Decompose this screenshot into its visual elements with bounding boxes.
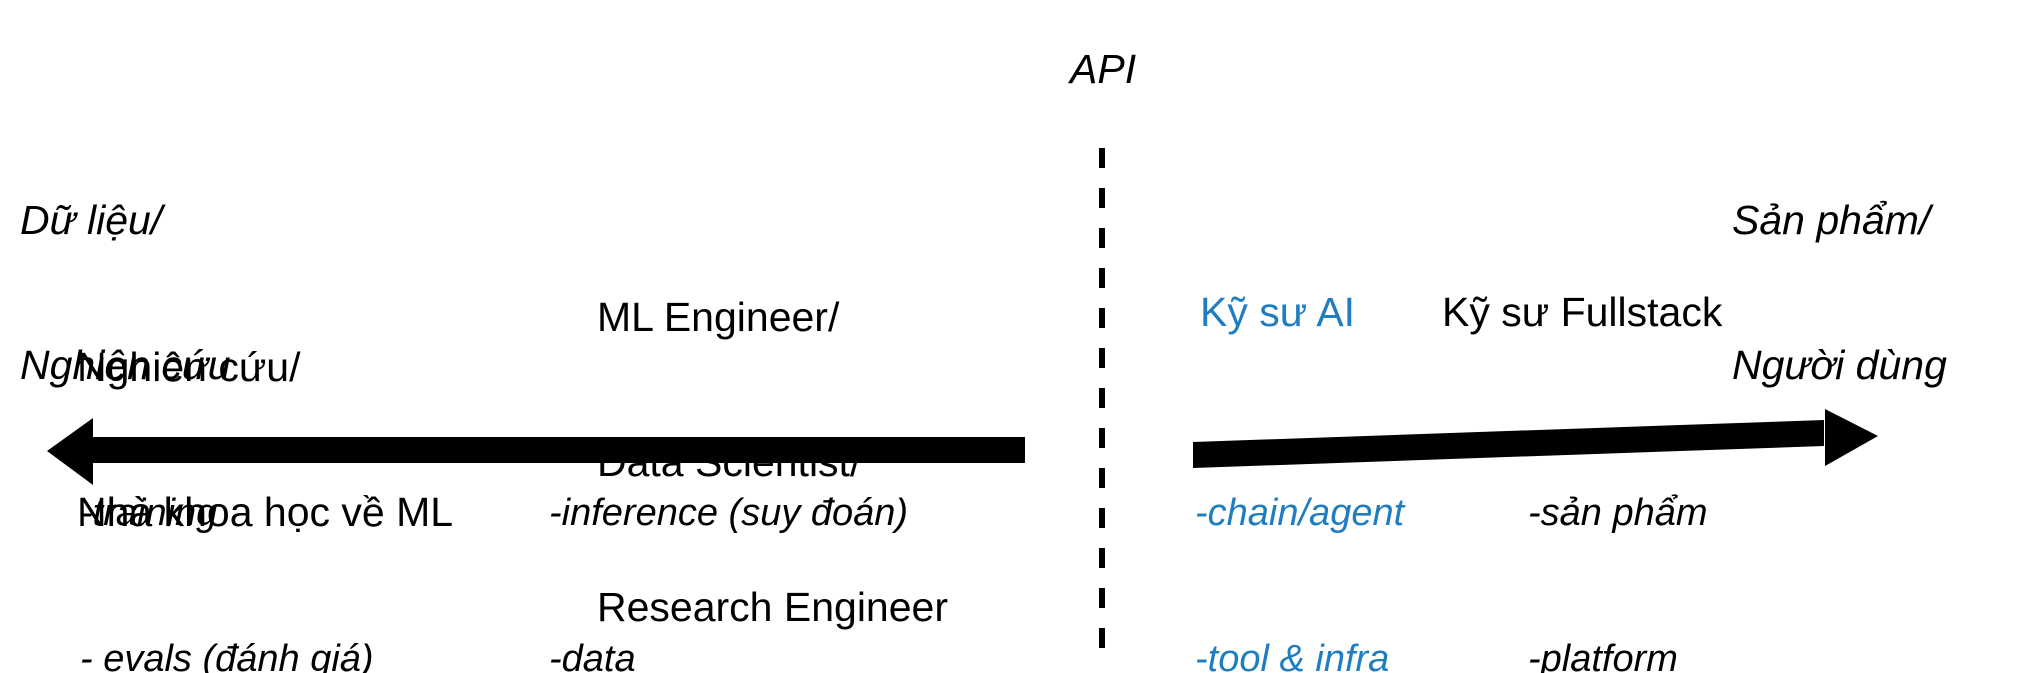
bullet-item: -sản phẩm xyxy=(1528,492,1708,535)
role-middle-line1: ML Engineer/ xyxy=(597,293,840,340)
bullets-middle-column: -inference (suy đoán) -data xyxy=(549,392,908,673)
role-left-line2: Nhà khoa học về ML xyxy=(77,488,454,535)
bullet-item: - evals (đánh giá) xyxy=(80,638,374,673)
bullet-item: -training xyxy=(80,492,218,535)
role-ai-engineer-label: Kỹ sư AI xyxy=(1200,289,1356,335)
bullet-item: -chain/agent xyxy=(1195,492,1405,535)
role-middle-line2: Data Scientist/ xyxy=(597,438,862,485)
left-region-label: Dữ liệu/ Nghiên cứu xyxy=(20,99,231,486)
right-region-line2: Người dùng xyxy=(1732,341,1947,388)
right-region-line1: Sản phẩm/ xyxy=(1732,196,1931,243)
role-left-label: Nghiên cứu/ Nhà khoa học về ML xyxy=(77,246,453,633)
role-middle-label: ML Engineer/ Data Scientist/ Research En… xyxy=(597,196,948,673)
bullets-left-column: -training - evals (đánh giá) xyxy=(80,392,374,673)
right-region-label: Sản phẩm/ Người dùng xyxy=(1732,99,1947,486)
bullets-product-column: -sản phẩm -platform xyxy=(1528,392,1708,673)
role-fullstack-engineer-label: Kỹ sư Fullstack xyxy=(1442,289,1723,335)
role-middle-line3: Research Engineer xyxy=(597,584,948,630)
left-region-line2: Nghiên cứu xyxy=(20,341,231,388)
bullet-item: -platform xyxy=(1528,638,1678,673)
bullets-ai-column: -chain/agent -tool & infra xyxy=(1195,392,1404,673)
bullet-item: -data xyxy=(549,638,636,673)
left-region-line1: Dữ liệu/ xyxy=(20,196,163,243)
api-label: API xyxy=(1070,46,1137,92)
role-left-line1: Nghiên cứu/ xyxy=(77,343,301,390)
bullet-item: -tool & infra xyxy=(1195,638,1390,673)
bullet-item: -inference (suy đoán) xyxy=(549,492,909,535)
